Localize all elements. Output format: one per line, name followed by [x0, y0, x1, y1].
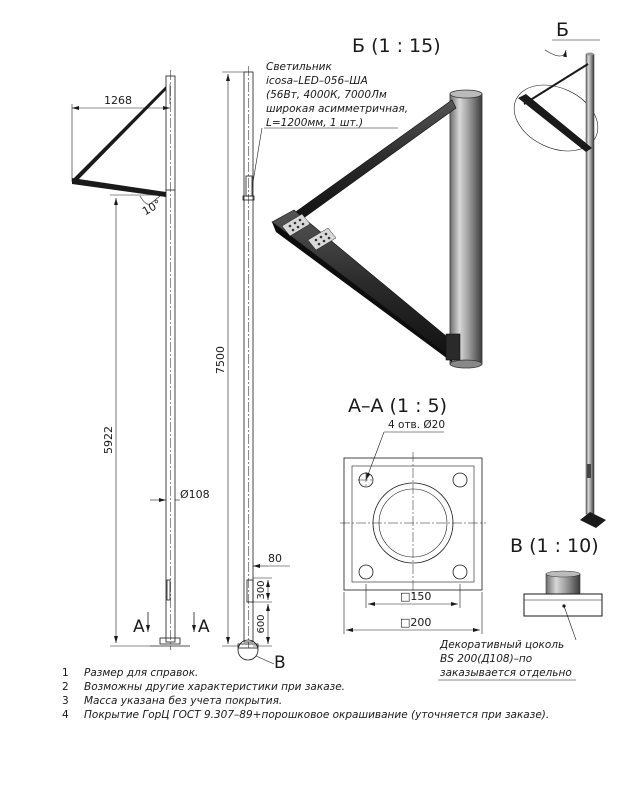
dim-hatch-width: 80 — [268, 552, 282, 565]
dim-holes: 4 отв. Ø20 — [388, 419, 445, 431]
dim-plate-inner: □150 — [400, 590, 431, 603]
luminaire-label-line-1: Светильник — [266, 61, 333, 73]
luminaire-label: Светильник icosa–LED–056–ША (56Вт, 4000К… — [264, 61, 408, 129]
note-number: 4 — [62, 709, 69, 721]
dim-height-mount: 5922 — [102, 426, 115, 454]
dim-height-total: 7500 — [214, 346, 227, 374]
iso-luminaire — [518, 94, 592, 152]
note-text: Возможны другие характеристики при заказ… — [84, 681, 345, 693]
callout-b-label: B — [274, 653, 286, 673]
front-view: 1268 10° 5922 Ø108 A A — [71, 70, 210, 650]
detail-b-view: Б (1 : 15) — [271, 35, 483, 369]
dim-arm-angle: 10° — [140, 197, 163, 218]
section-aa-view: А–А (1 : 5) 4 отв. Ø20 □150 □200 — [340, 395, 486, 634]
note-text: Масса указана без учета покрытия. — [84, 695, 282, 707]
pole-base-front — [159, 637, 181, 645]
side-view: B 7500 80 300 600 — [214, 66, 290, 673]
note-text: Покрытие ГорЦ ГОСТ 9.307–89+порошковое о… — [84, 709, 549, 721]
notes: 1 Размер для справок. 2 Возможны другие … — [62, 667, 549, 721]
base-label-line-2: BS 200(Д108)–по — [440, 653, 532, 665]
iso-pole — [585, 53, 595, 515]
detail-b-led-modules — [281, 213, 337, 251]
dim-hatch-height: 300 — [256, 580, 267, 599]
detail-b-pole — [449, 93, 483, 365]
detail-v-title: В (1 : 10) — [510, 535, 599, 557]
luminaire-label-line-3: (56Вт, 4000К, 7000Лм — [266, 89, 387, 101]
detail-b-title: Б (1 : 15) — [352, 35, 441, 57]
note-number: 2 — [62, 681, 69, 693]
iso-callout-b: Б — [556, 19, 569, 41]
iso-detail-circle — [513, 84, 599, 152]
luminaire-front — [72, 178, 166, 197]
detail-v-marker — [237, 639, 259, 661]
dim-pole-diameter: Ø108 — [180, 488, 210, 501]
dim-arm-reach: 1268 — [104, 94, 132, 107]
luminaire-label-line-2: icosa–LED–056–ША — [266, 75, 368, 87]
dim-plate-outer: □200 — [400, 616, 431, 629]
luminaire-label-line-4: широкая асимметричная, — [266, 103, 408, 115]
section-a-right: A — [198, 617, 210, 637]
base-label-line-1: Декоративный цоколь — [439, 639, 564, 651]
detail-b-luminaire — [271, 209, 459, 359]
dim-hatch-offset: 600 — [256, 614, 267, 633]
luminaire-label-line-5: L=1200мм, 1 шт.) — [266, 117, 363, 129]
note-number: 3 — [62, 695, 69, 707]
note-number: 1 — [62, 667, 69, 679]
base-label-line-3: заказывается отдельно — [440, 667, 572, 679]
detail-v-view: В (1 : 10) — [510, 535, 603, 641]
section-aa-title: А–А (1 : 5) — [348, 395, 447, 417]
iso-view: Б — [513, 19, 606, 528]
section-a-left: A — [133, 617, 145, 637]
note-text: Размер для справок. — [84, 667, 198, 679]
base-label: Декоративный цоколь BS 200(Д108)–по зака… — [438, 639, 576, 681]
iso-base — [580, 512, 606, 528]
